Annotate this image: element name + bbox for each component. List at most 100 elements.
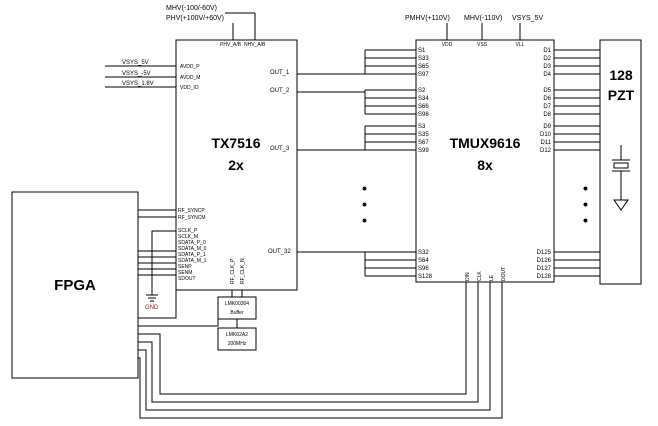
tx-pin-nhv: NHV_A/B — [244, 42, 266, 48]
tx-pin-sclk-p: SCLK_P — [178, 228, 198, 234]
tx-pin-sdata-m0: SDATA_M_0 — [178, 246, 207, 252]
mux-pin-d3: D3 — [543, 64, 551, 70]
tx-pin-rf-syncp: RF_SYNCP — [178, 208, 205, 214]
pzt-count: 128 — [609, 67, 633, 83]
mux-pin-le: LE — [489, 274, 495, 281]
tx-pin-rf-clk-n: RF_CLK_N — [240, 258, 246, 284]
mux-right-group-3: D9 D10 D11 D12 — [540, 124, 552, 154]
tmux-title: TMUX9616 — [450, 135, 521, 151]
fpga-label: FPGA — [54, 277, 96, 294]
mux-pin-d5: D5 — [543, 88, 551, 94]
tx-pin-sdata-p1: SDATA_P_1 — [178, 252, 206, 258]
tx-out-3: OUT_3 — [270, 146, 290, 152]
mux-pin-d7: D7 — [543, 104, 551, 110]
mux-pin-d128: D128 — [537, 274, 552, 280]
pzt-label: PZT — [608, 87, 635, 103]
mux-pin-vdd: VDD — [442, 42, 453, 48]
mux-pin-d4: D4 — [543, 72, 551, 78]
tx-out-2: OUT_2 — [270, 88, 290, 94]
le-route — [138, 282, 491, 411]
osc-freq: 200MHz — [228, 341, 247, 347]
mux-net-mhv: MHV(-110V) — [464, 15, 502, 22]
tmux9616-block — [415, 39, 555, 283]
mux-pin-s67: S67 — [418, 140, 429, 146]
mux-pin-s32: S32 — [418, 250, 429, 256]
mux-pin-s2: S2 — [418, 88, 426, 94]
mux-right-group-1: D1 D2 D3 D4 — [543, 48, 551, 78]
tx-pin-vddio: VDD_IO — [180, 85, 199, 91]
din-route — [138, 282, 467, 395]
mux-left-group-4: S32 S64 S96 S128 — [418, 250, 433, 280]
tx7516-title: TX7516 — [211, 135, 260, 151]
tx-pin-sdout: SDOUT — [178, 276, 196, 282]
mux-pin-s1: S1 — [418, 48, 426, 54]
mux-pin-s3: S3 — [418, 124, 426, 130]
mux-pin-s66: S66 — [418, 104, 429, 110]
mux-net-pmhv: PMHV(+110V) — [405, 15, 450, 22]
tx-pin-phv: PHV_A/B — [220, 42, 242, 48]
mux-pin-s128: S128 — [418, 274, 433, 280]
mux-pin-d1: D1 — [543, 48, 551, 54]
mux-pin-s35: S35 — [418, 132, 429, 138]
oscillator-block — [217, 327, 257, 351]
tx-pin-sclk-m: SCLK_M — [178, 234, 198, 240]
mux-pin-s33: S33 — [418, 56, 429, 62]
tx-pin-avddm: AVDD_M — [180, 75, 200, 81]
mux-pin-s99: S99 — [418, 148, 429, 154]
mux-pin-d125: D125 — [537, 250, 552, 256]
tx-pin-senp: SENP — [178, 264, 192, 270]
fpga-tx-spare-wire — [138, 290, 177, 319]
tx-pin-rf-syncm: RF_SYNCM — [178, 215, 206, 221]
mux-right-group-4: D125 D126 D127 D128 — [537, 250, 552, 280]
fpga-buffer-wire — [138, 319, 219, 327]
mux-pin-d9: D9 — [543, 124, 551, 130]
mux-net-vsys5v: VSYS_5V — [512, 15, 543, 22]
tx-pin-sdata-m1: SDATA_M_1 — [178, 258, 207, 264]
tx-out-1: OUT_1 — [270, 70, 290, 76]
mux-left-group-1: S1 S33 S65 S97 — [418, 48, 429, 78]
piezo-transducer-icon — [612, 145, 630, 211]
tx7516-count: 2x — [228, 157, 244, 173]
mux-pin-clk: CLK — [477, 271, 483, 281]
pzt-block — [599, 39, 642, 285]
mux-pin-d6: D6 — [543, 96, 551, 102]
ellipsis-right-2: • — [583, 196, 588, 212]
mux-pin-s64: S64 — [418, 258, 429, 264]
tmux-count: 8x — [477, 157, 493, 173]
mux-pin-s34: S34 — [418, 96, 429, 102]
mux-pin-s96: S96 — [418, 266, 429, 272]
tx-pin-rf-clk-p: RF_CLK_P — [230, 258, 236, 284]
tx-pin-sdata-p0: SDATA_P_0 — [178, 240, 206, 246]
tx-pin-avddp: AVDD_P — [180, 64, 200, 70]
buffer-role: Buffer — [230, 310, 244, 316]
supply-mhv-label: MHV(-100/-60V) — [166, 5, 217, 12]
ellipsis-right-1: • — [583, 180, 588, 196]
net-vsys5v: VSYS_5V — [122, 60, 149, 66]
ellipsis-left-3: • — [362, 212, 367, 228]
s-side-wiring — [297, 49, 416, 277]
mux-pin-dout: DOUT — [501, 267, 507, 281]
mux-pin-d11: D11 — [540, 140, 551, 146]
mux-pin-s97: S97 — [418, 72, 429, 78]
mux-pin-din: DIN — [465, 272, 471, 281]
clk-route — [138, 282, 479, 403]
ellipsis-left-2: • — [362, 196, 367, 212]
tx-pin-senm: SENM — [178, 270, 192, 276]
mux-left-group-3: S3 S35 S67 S99 — [418, 124, 429, 154]
ellipsis-left-1: • — [362, 180, 367, 196]
mux-pin-d126: D126 — [537, 258, 552, 264]
mux-right-group-2: D5 D6 D7 D8 — [543, 88, 551, 118]
ellipsis-right-3: • — [583, 212, 588, 228]
buffer-part: LMK00304 — [225, 301, 249, 307]
mux-pin-s98: S98 — [418, 112, 429, 118]
fpga-block — [11, 191, 139, 379]
mux-pin-d8: D8 — [543, 112, 551, 118]
gnd-wire — [151, 230, 176, 295]
mux-pin-vss: VSS — [477, 42, 488, 48]
dout-route — [138, 282, 503, 419]
mux-pin-d2: D2 — [543, 56, 551, 62]
osc-part: LMK62A2 — [226, 332, 248, 338]
gnd-label: GND — [145, 305, 159, 311]
net-vsysm5v: VSYS_-5V — [122, 71, 151, 77]
